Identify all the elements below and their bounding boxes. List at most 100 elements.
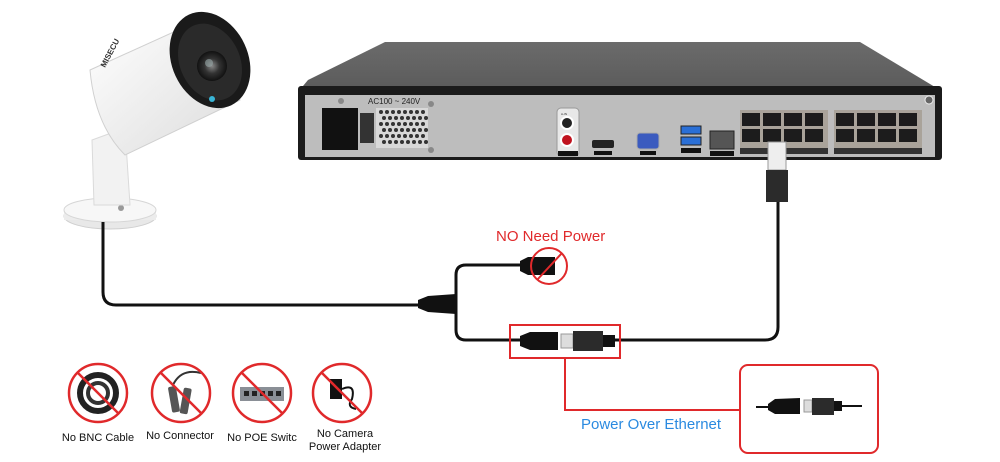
hdmi-port[interactable] bbox=[592, 140, 614, 148]
poe-port[interactable] bbox=[784, 113, 802, 126]
grill-hole bbox=[391, 110, 395, 114]
grill-hole bbox=[388, 116, 392, 120]
grill-hole bbox=[409, 134, 413, 138]
grill-hole bbox=[403, 134, 407, 138]
nvr-top bbox=[298, 42, 940, 92]
excluded-label-poe-switch: No POE Switc bbox=[227, 432, 297, 444]
detail-plug bbox=[812, 398, 834, 415]
ethernet-split-cable bbox=[454, 300, 520, 342]
hdmi-tag bbox=[594, 151, 612, 155]
cable-splitter bbox=[418, 294, 456, 314]
rj45-boot bbox=[603, 335, 615, 347]
grill-hole bbox=[388, 140, 392, 144]
grill-hole bbox=[379, 134, 383, 138]
grill-hole bbox=[382, 116, 386, 120]
excluded-label-connector: No Connector bbox=[146, 430, 214, 442]
poe-port[interactable] bbox=[763, 113, 781, 126]
power-adapter-icon bbox=[311, 362, 373, 424]
grill-hole bbox=[385, 134, 389, 138]
camera-lens bbox=[197, 51, 227, 81]
grill-hole bbox=[406, 116, 410, 120]
poe-port[interactable] bbox=[836, 129, 854, 142]
power-switch[interactable] bbox=[360, 113, 374, 143]
grill-hole bbox=[412, 116, 416, 120]
grill-hole bbox=[415, 134, 419, 138]
grill-hole bbox=[424, 116, 428, 120]
poe-port[interactable] bbox=[784, 129, 802, 142]
usb-port[interactable] bbox=[680, 136, 702, 146]
camera: MISECU bbox=[63, 11, 251, 230]
grill-hole bbox=[388, 128, 392, 132]
poe-port[interactable] bbox=[805, 113, 823, 126]
usb-port[interactable] bbox=[680, 125, 702, 135]
grill-hole bbox=[409, 110, 413, 114]
audio-out-port[interactable] bbox=[560, 133, 574, 147]
screw bbox=[428, 147, 434, 153]
poe-detail-connector bbox=[756, 398, 862, 415]
poe-port[interactable] bbox=[742, 129, 760, 142]
grill-hole bbox=[400, 128, 404, 132]
poe-port[interactable] bbox=[857, 113, 875, 126]
grill-hole bbox=[379, 122, 383, 126]
poe-port[interactable] bbox=[878, 113, 896, 126]
camera-screw bbox=[118, 205, 124, 211]
prohibited-circle bbox=[67, 362, 129, 424]
detail-female bbox=[768, 398, 800, 414]
grill-hole bbox=[394, 116, 398, 120]
poe-switch-icon bbox=[231, 362, 293, 424]
grill-hole bbox=[409, 122, 413, 126]
grill-hole bbox=[397, 134, 401, 138]
poe-port[interactable] bbox=[878, 129, 896, 142]
detail-plug-tip bbox=[803, 399, 813, 413]
grill-hole bbox=[385, 122, 389, 126]
prohibited-circle bbox=[231, 362, 293, 424]
nvr: AC100 ~ 240V A-IN bbox=[298, 42, 942, 160]
rj45-plug-tip bbox=[560, 333, 574, 349]
poe-port[interactable] bbox=[899, 129, 917, 142]
grill-hole bbox=[400, 116, 404, 120]
lan-port[interactable] bbox=[709, 130, 735, 150]
excluded-label-power-adapter: No Camera Power Adapter bbox=[308, 428, 382, 453]
grill-hole bbox=[418, 116, 422, 120]
prohibited-slash bbox=[321, 372, 363, 414]
grill-hole bbox=[415, 122, 419, 126]
poe-callout-line bbox=[564, 358, 740, 411]
voltage-label: AC100 ~ 240V bbox=[368, 97, 421, 106]
poe-port[interactable] bbox=[857, 129, 875, 142]
camera-cable bbox=[101, 222, 418, 307]
no-power-slash bbox=[536, 252, 563, 281]
grill-hole bbox=[424, 140, 428, 144]
power-socket[interactable] bbox=[322, 108, 358, 150]
audio-in-label: A-IN bbox=[561, 112, 567, 116]
poe-port[interactable] bbox=[742, 113, 760, 126]
audio-out-tag bbox=[558, 151, 578, 156]
lan-tag bbox=[710, 151, 734, 156]
grill-hole bbox=[391, 134, 395, 138]
prohibited-slash bbox=[241, 372, 283, 414]
vga-port[interactable] bbox=[636, 132, 660, 150]
grill-hole bbox=[406, 140, 410, 144]
screw bbox=[338, 98, 344, 104]
poe-port[interactable] bbox=[899, 113, 917, 126]
grill-hole bbox=[394, 128, 398, 132]
excluded-label-bnc-cable: No BNC Cable bbox=[61, 432, 135, 444]
grill-hole bbox=[406, 128, 410, 132]
power-split-cable bbox=[454, 263, 525, 300]
cables bbox=[101, 200, 780, 342]
poe-port[interactable] bbox=[805, 129, 823, 142]
fan-grill-holes bbox=[379, 110, 428, 144]
prohibited-circle bbox=[311, 362, 373, 424]
prohibited-circle bbox=[150, 362, 212, 424]
poe-port[interactable] bbox=[836, 113, 854, 126]
rj45-plug bbox=[573, 331, 603, 351]
lens-highlight bbox=[205, 59, 213, 67]
nvr-rj45-plug bbox=[766, 170, 788, 202]
poe-port[interactable] bbox=[763, 129, 781, 142]
audio-in-port[interactable] bbox=[560, 116, 574, 130]
screw bbox=[924, 95, 934, 105]
rj45-female-connector bbox=[520, 332, 558, 350]
grill-hole bbox=[418, 128, 422, 132]
usb-tag bbox=[681, 148, 701, 153]
grill-hole bbox=[421, 110, 425, 114]
